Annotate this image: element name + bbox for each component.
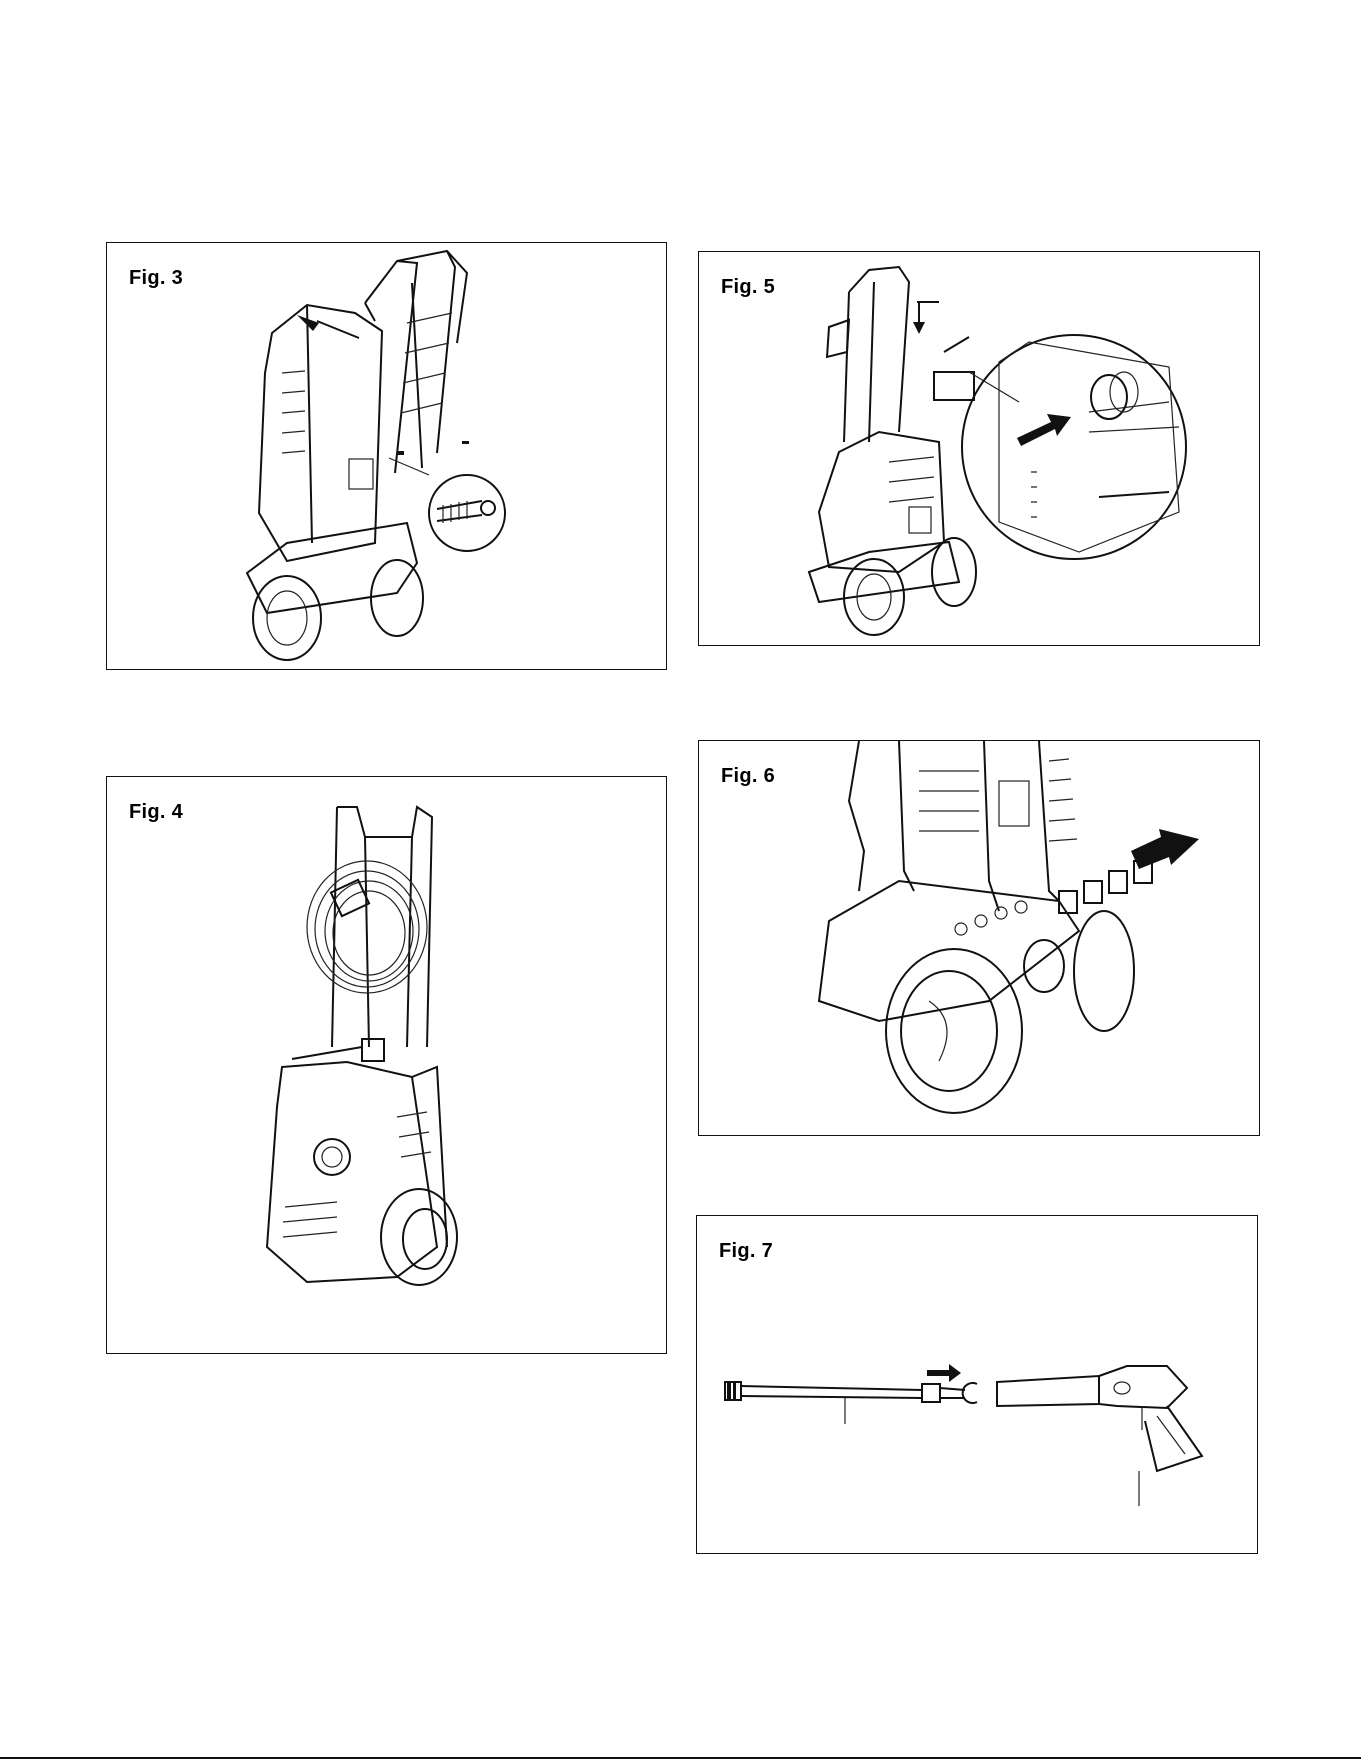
page-bottom-rule bbox=[0, 1757, 1361, 1759]
lance-to-gun-assembly-illustration bbox=[697, 1216, 1258, 1554]
assembled-pressure-washer-illustration bbox=[107, 777, 667, 1354]
pressure-washer-handle-assembly-illustration bbox=[107, 243, 667, 670]
figure-7: Fig. 7 bbox=[696, 1215, 1258, 1554]
figure-5: Fig. 5 bbox=[698, 251, 1260, 646]
hose-connection-illustration bbox=[699, 252, 1260, 646]
figure-6: Fig. 6 bbox=[698, 740, 1260, 1136]
figure-4: Fig. 4 bbox=[106, 776, 667, 1354]
accessory-nozzle-storage-illustration bbox=[699, 741, 1260, 1136]
figure-3: Fig. 3 bbox=[106, 242, 667, 670]
